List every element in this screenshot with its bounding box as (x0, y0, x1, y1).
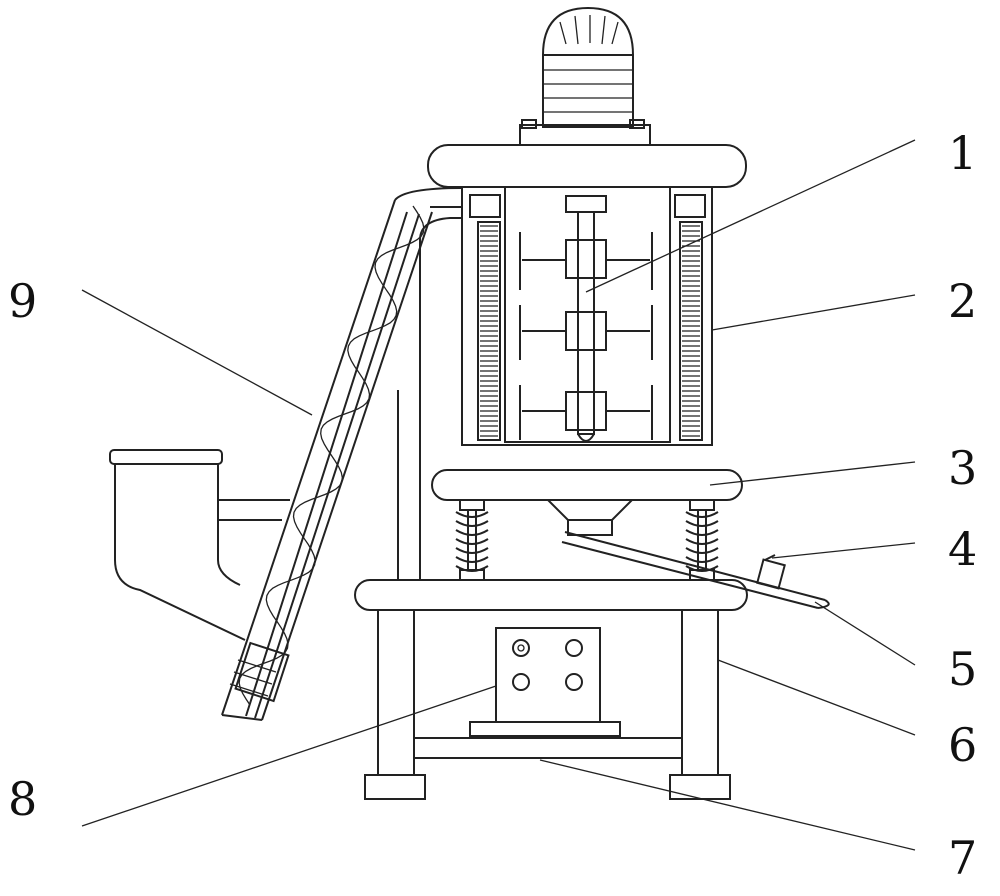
feed-hopper (110, 450, 290, 640)
drive-box (470, 628, 620, 736)
top-cover (428, 145, 746, 187)
screw-conveyor (222, 188, 462, 720)
label-2: 2 (948, 278, 977, 324)
vibrating-plate (432, 470, 742, 500)
label-6: 6 (948, 722, 977, 768)
springs (456, 500, 718, 580)
spring (456, 500, 488, 580)
label-7: 7 (948, 835, 977, 881)
label-5: 5 (948, 646, 977, 692)
label-4: 4 (948, 526, 977, 572)
leader-lines (82, 140, 915, 850)
label-3: 3 (948, 445, 977, 491)
support-legs (365, 610, 730, 799)
label-1: 1 (948, 130, 977, 176)
base-plate (355, 580, 747, 610)
discharge-hopper (548, 500, 632, 535)
support-column (398, 240, 420, 580)
label-8: 8 (8, 776, 37, 822)
crushing-housing (462, 187, 712, 445)
stirring-shaft (520, 196, 652, 441)
label-9: 9 (8, 278, 37, 324)
motor (520, 8, 650, 145)
